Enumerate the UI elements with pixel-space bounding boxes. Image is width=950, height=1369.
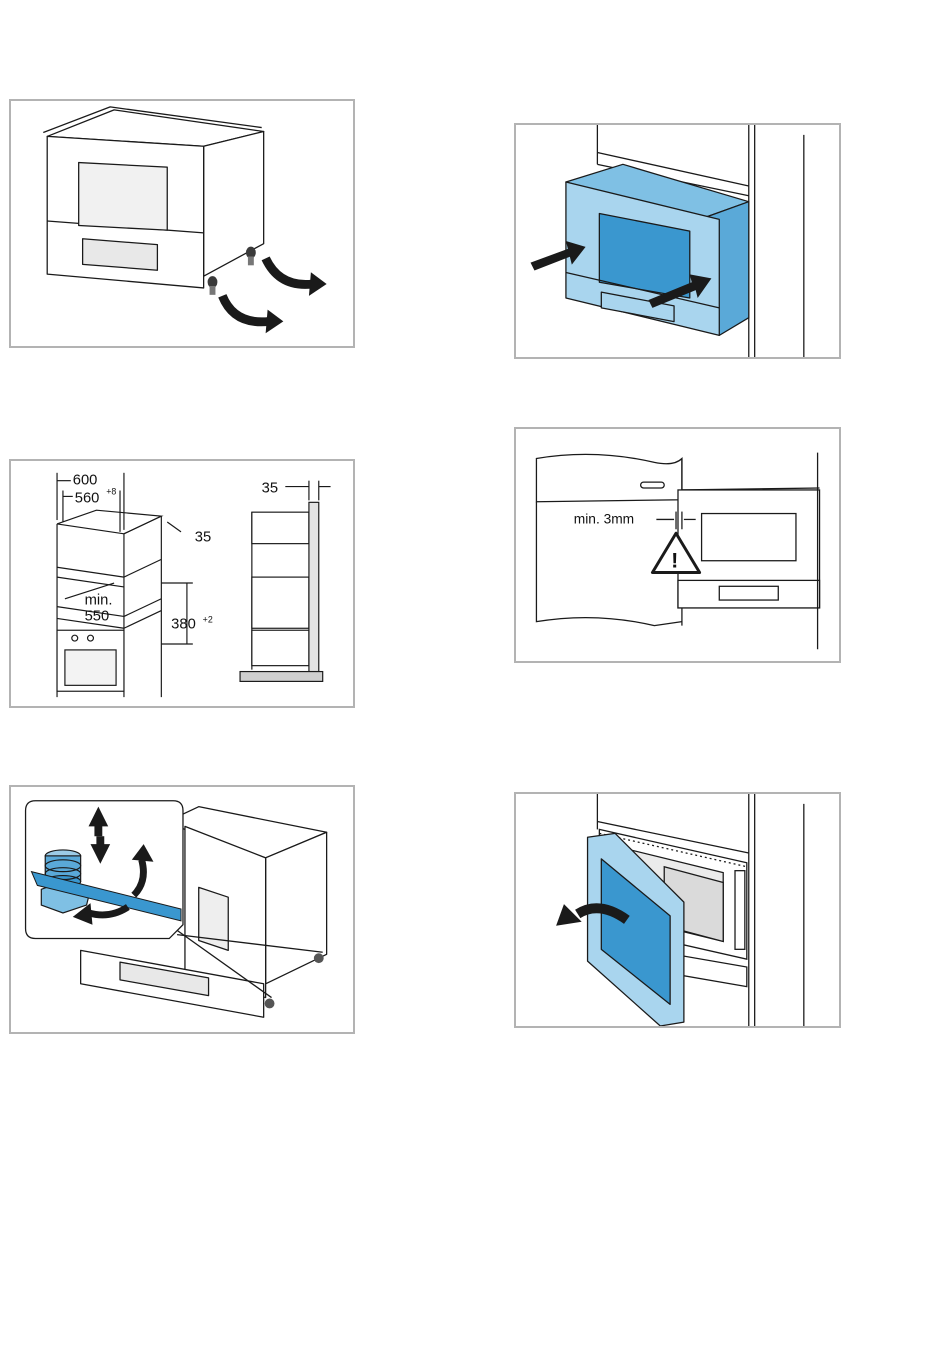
detail-inset: [26, 801, 183, 939]
figure-installation-dimensions-illustration: 600 560 +8 35 min. 550 380 +2 35: [11, 461, 353, 706]
dim-height-tolerance: +2: [203, 614, 213, 624]
dim-depth-value: 550: [85, 608, 110, 624]
figure-adjust-feet: [9, 785, 355, 1034]
dim-depth-min: min.: [85, 593, 113, 609]
curved-arrow-icon: [222, 296, 283, 333]
screw-icon: [208, 276, 218, 295]
figure-open-door: [514, 792, 841, 1028]
figure-insert-appliance: [514, 123, 841, 359]
dim-width-outer: 600: [73, 473, 98, 489]
dim-width-inner-tolerance: +8: [106, 486, 116, 496]
figure-remove-screws: [9, 99, 355, 348]
dim-width-inner: 560: [75, 490, 100, 506]
figure-insert-appliance-illustration: [516, 125, 839, 357]
gap-label: min. 3mm: [574, 511, 634, 526]
dim-height: 380: [171, 616, 196, 632]
figure-minimum-gap-illustration: min. 3mm !: [516, 429, 839, 661]
figure-open-door-illustration: [516, 794, 839, 1026]
figure-remove-screws-illustration: [11, 101, 353, 346]
dim-side-top: 35: [195, 530, 211, 546]
curved-arrow-icon: [266, 258, 327, 295]
figure-minimum-gap: min. 3mm !: [514, 427, 841, 663]
warning-glyph: !: [671, 548, 678, 573]
figure-adjust-feet-illustration: [11, 787, 353, 1032]
dim-side-view: 35: [262, 480, 278, 496]
figure-installation-dimensions: 600 560 +8 35 min. 550 380 +2 35: [9, 459, 355, 708]
screw-icon: [246, 247, 256, 266]
